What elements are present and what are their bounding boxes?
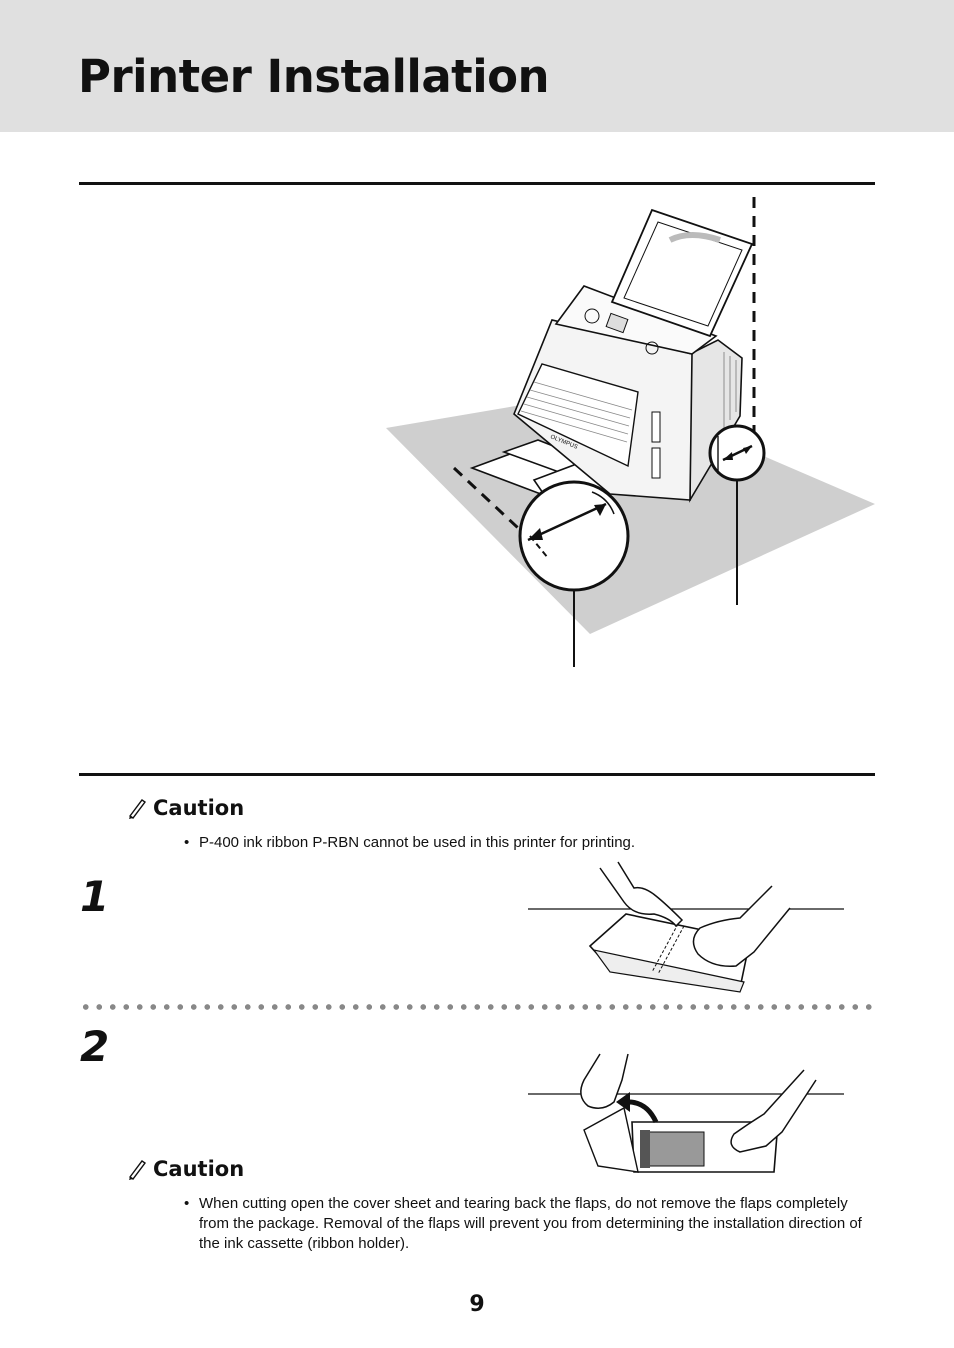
caution-heading-2: Caution [126, 1155, 244, 1183]
caution-label: Caution [153, 1157, 245, 1181]
right-hand [692, 885, 791, 967]
right-hand [730, 1069, 817, 1153]
front-clearance-line [452, 466, 550, 558]
page-number: 9 [469, 1292, 485, 1317]
caution-bullet-1: • P-400 ink ribbon P-RBN cannot be used … [184, 833, 876, 853]
caution-bullet-2: • When cutting open the cover sheet and … [184, 1194, 876, 1254]
printer-placement-illustration: OLYMPUS [386, 197, 875, 667]
section-rule-middle [79, 773, 875, 776]
caution-label: Caution [153, 796, 245, 820]
section-rule-top [79, 182, 875, 185]
bullet-marker: • [184, 834, 190, 851]
caution-text: P-400 ink ribbon P-RBN cannot be used in… [199, 834, 636, 851]
left-hand [599, 861, 684, 928]
left-hand [580, 1053, 629, 1109]
bullet-marker: • [184, 1195, 190, 1212]
front-grill [517, 363, 639, 468]
caution-heading-1: Caution [126, 794, 244, 822]
step-number-1: 1 [80, 872, 110, 921]
caution-text: When cutting open the cover sheet and te… [199, 1195, 862, 1252]
step-2-illustration [528, 1053, 844, 1173]
control-panel [554, 285, 718, 355]
step-1-illustration [528, 861, 844, 993]
header-band [0, 0, 954, 132]
torn-flap [583, 1106, 639, 1173]
page-title: Printer Installation [78, 50, 550, 103]
step-separator-dots [79, 1003, 876, 1011]
pencil-icon [128, 799, 147, 819]
pencil-icon [128, 1160, 147, 1180]
step-number-2: 2 [80, 1022, 110, 1071]
